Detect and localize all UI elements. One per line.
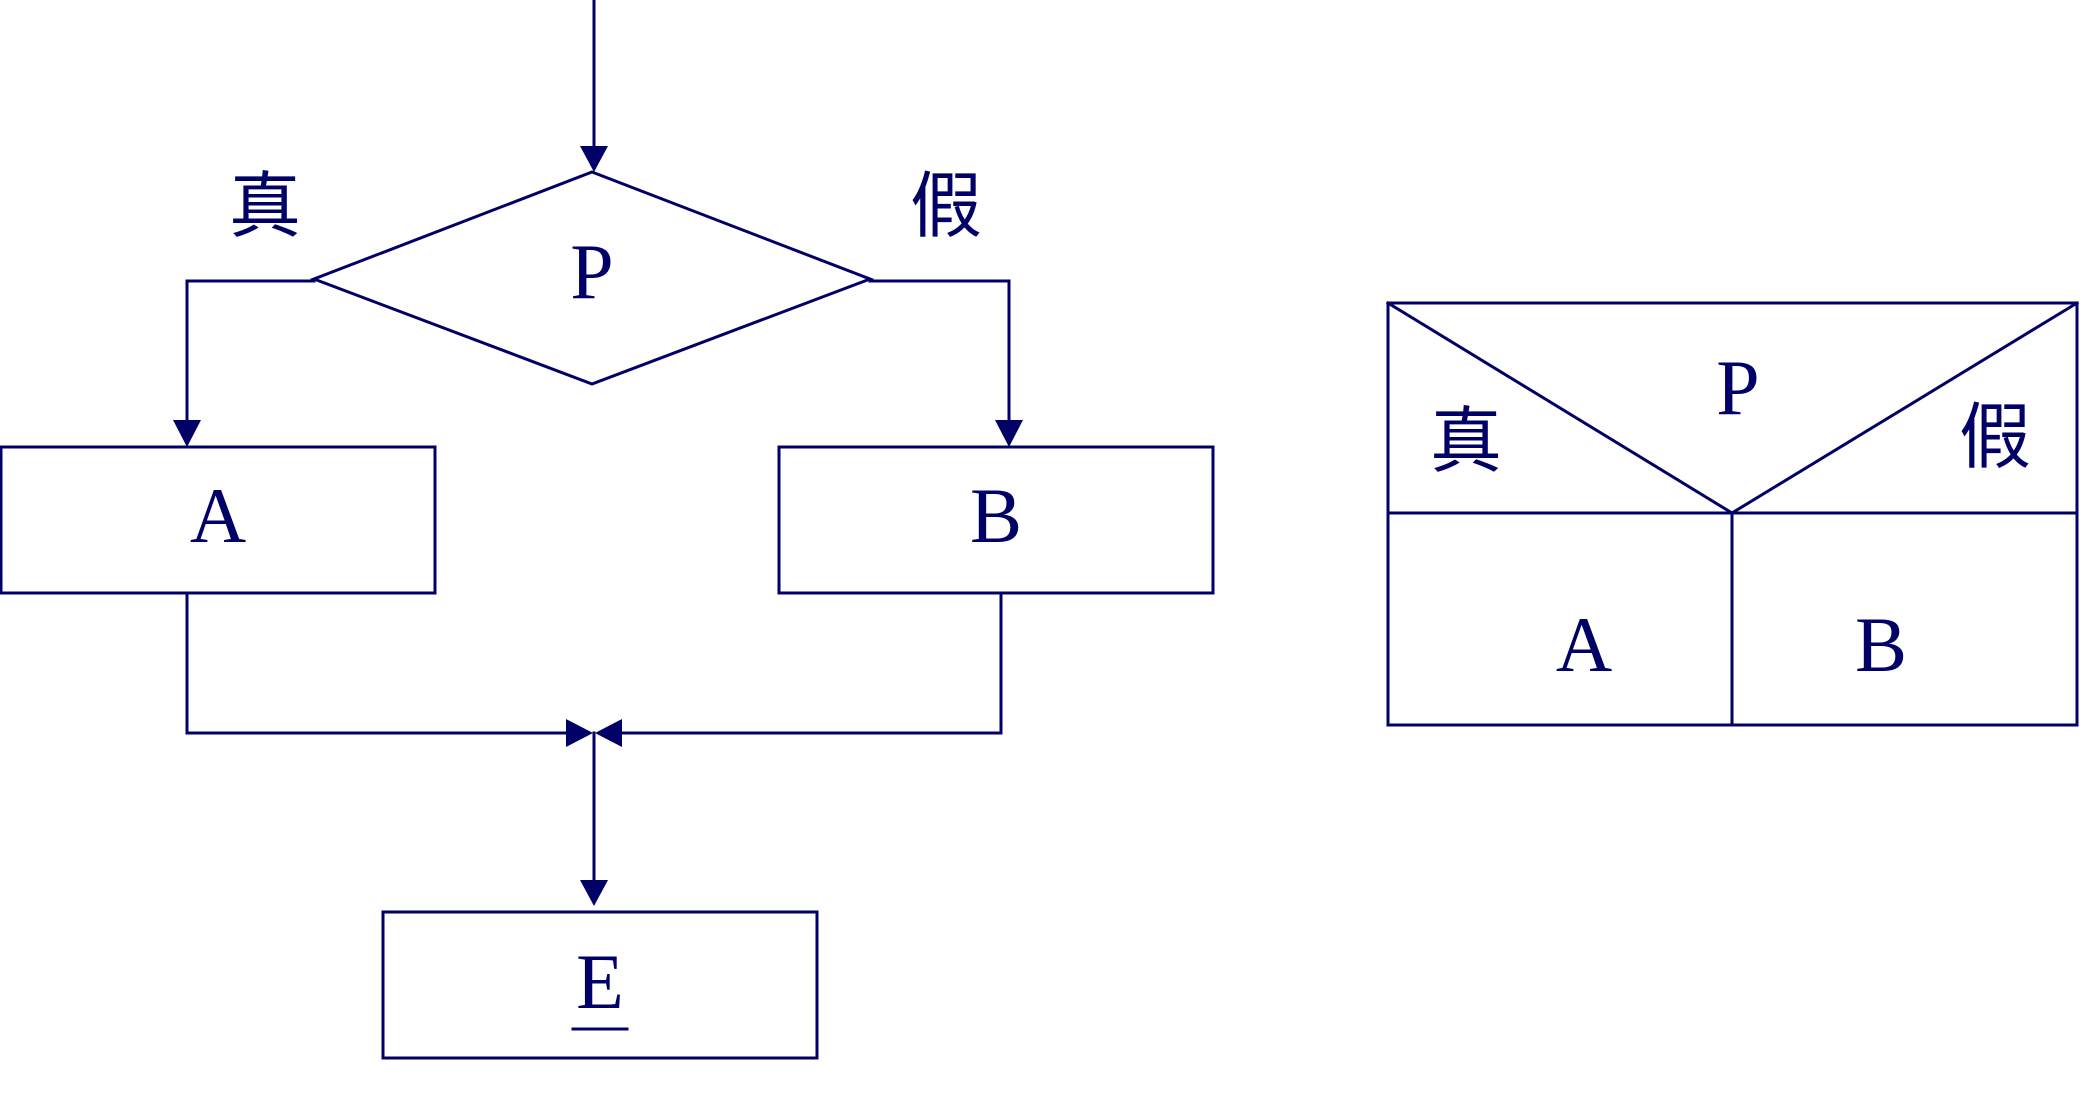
true-branch-connector bbox=[185, 279, 316, 424]
ns-false-label: 假 bbox=[1959, 395, 2031, 479]
decision-diamond bbox=[309, 170, 875, 386]
false-branch-arrowhead bbox=[995, 420, 1023, 447]
process-box-b bbox=[777, 445, 1215, 595]
ns-diagram: P 真 假 A B bbox=[1385, 300, 2080, 727]
process-box-e-label: E bbox=[576, 938, 624, 1025]
true-label: 真 bbox=[229, 164, 301, 248]
merge-connector-left bbox=[185, 591, 570, 735]
ns-diagonal-right bbox=[1729, 300, 2080, 516]
flowchart: P 真 假 A B E bbox=[0, 0, 1215, 1060]
ns-true-branch-label: A bbox=[1556, 601, 1612, 688]
process-box-b-label: B bbox=[970, 472, 1022, 559]
ns-false-branch-label: B bbox=[1855, 601, 1907, 688]
false-branch-connector bbox=[868, 279, 1011, 424]
decision-label: P bbox=[570, 228, 613, 315]
false-label: 假 bbox=[910, 164, 982, 248]
exit-arrowhead bbox=[580, 880, 608, 906]
process-box-a bbox=[0, 445, 437, 595]
ns-diagonal-left bbox=[1385, 300, 1735, 516]
true-branch-arrowhead bbox=[173, 420, 201, 447]
ns-condition-label: P bbox=[1716, 344, 1759, 431]
merge-arrowhead-right bbox=[595, 719, 622, 747]
ns-true-label: 真 bbox=[1430, 399, 1502, 483]
merge-connector-right bbox=[618, 591, 1003, 735]
process-box-a-label: A bbox=[190, 472, 246, 559]
merge-arrowhead-left bbox=[566, 719, 593, 747]
process-box-e bbox=[381, 910, 819, 1060]
entry-arrowhead bbox=[580, 146, 608, 172]
